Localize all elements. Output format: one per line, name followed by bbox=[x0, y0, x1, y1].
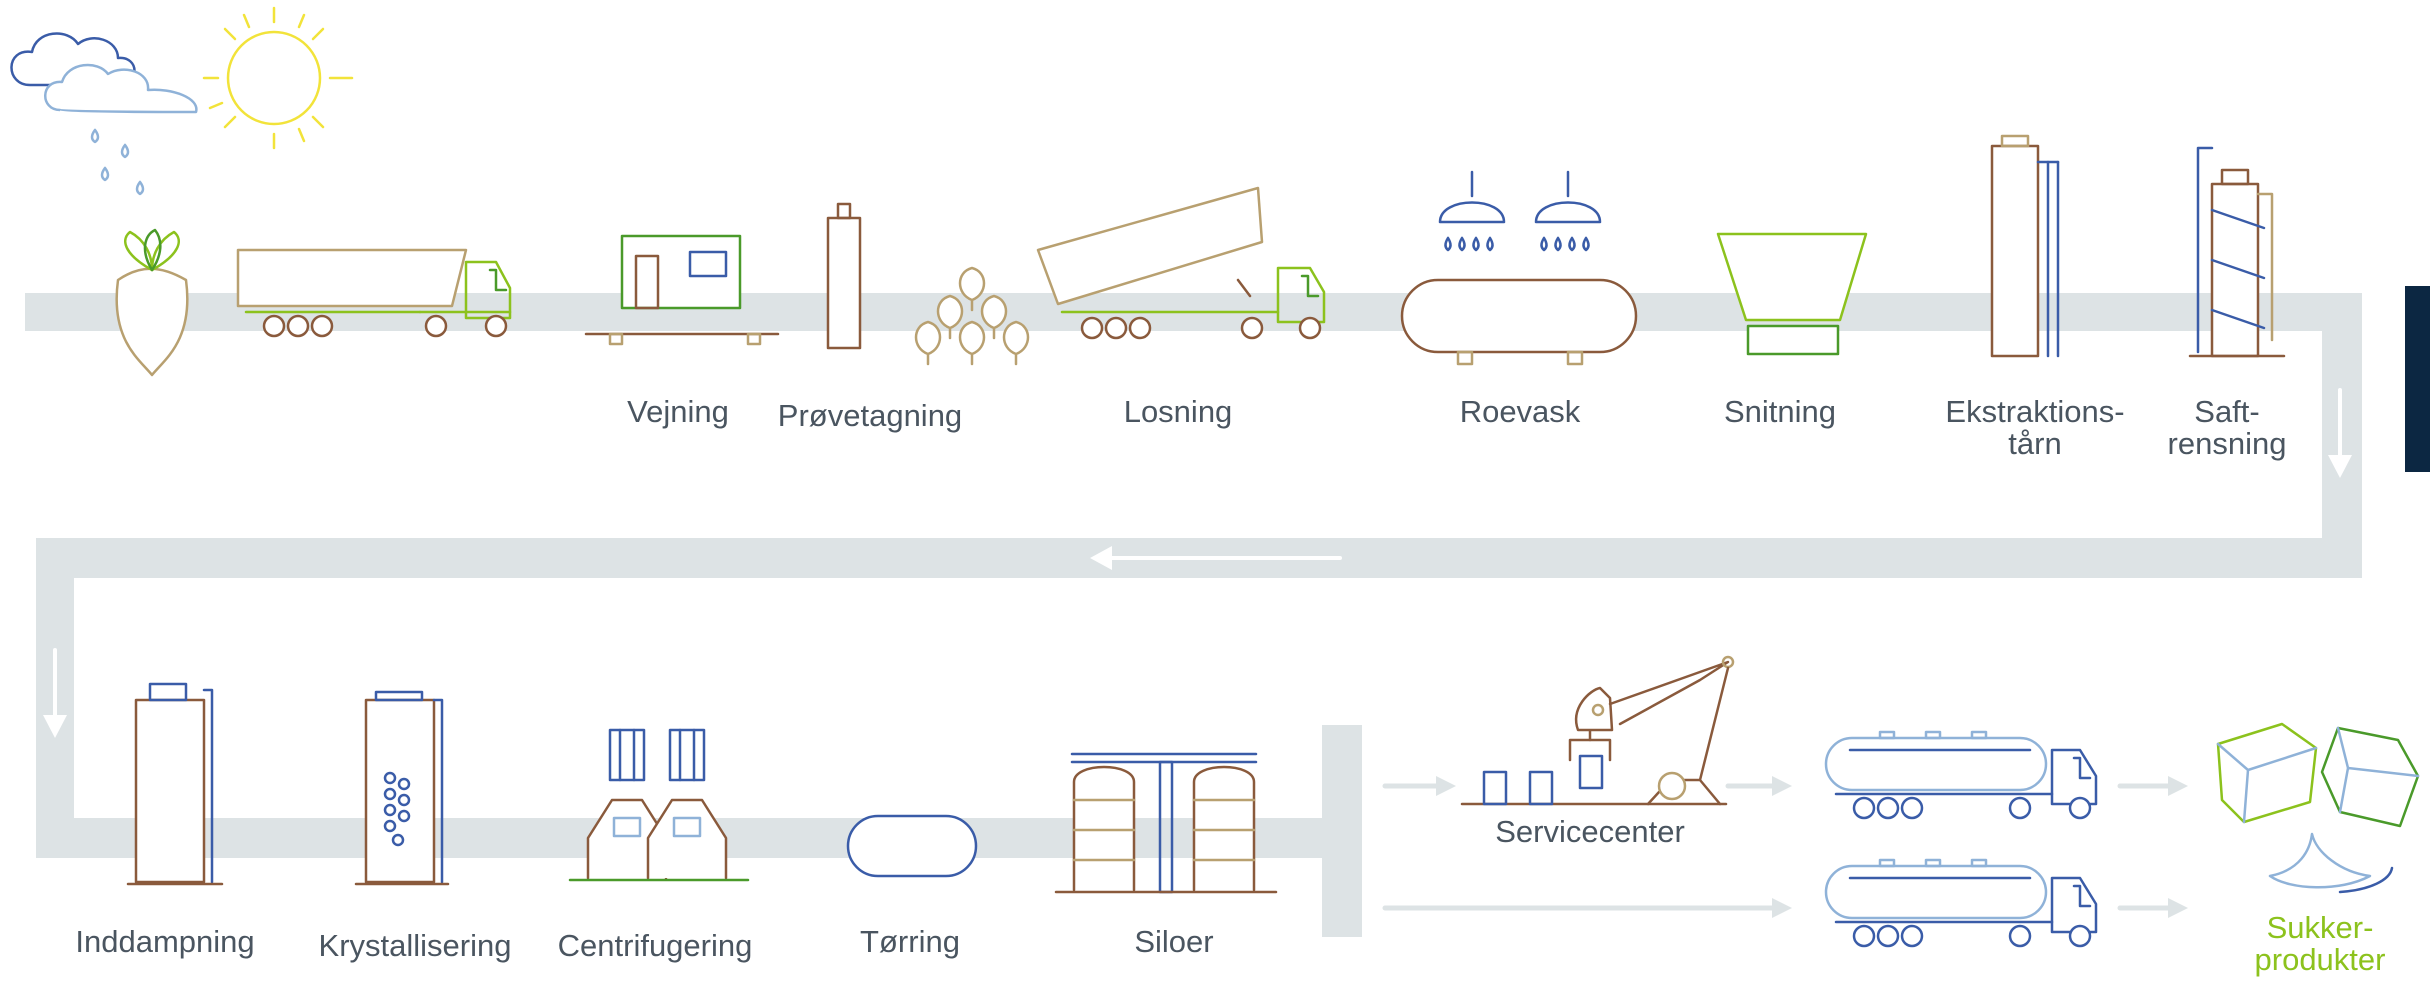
step-label-weighing: Vejning bbox=[627, 394, 729, 429]
step-label-sampling: Prøvetagning bbox=[777, 398, 963, 433]
crane-icon bbox=[1460, 655, 1735, 806]
cloud-icon bbox=[10, 32, 198, 114]
step-label-evaporation: Inddampning bbox=[75, 924, 255, 959]
step-label-sugar-products: Sukker- produkter bbox=[2254, 910, 2386, 977]
sample-probe-icon bbox=[826, 202, 862, 350]
step-label-silos: Siloer bbox=[1134, 924, 1214, 959]
centrifuge-icon bbox=[568, 728, 750, 882]
sugar-beet-icon bbox=[115, 228, 189, 377]
step-label-service-center: Servicecenter bbox=[1495, 814, 1685, 849]
step-label-juice-purification: Saft- rensning bbox=[2167, 394, 2287, 461]
weighbridge-icon bbox=[584, 234, 780, 346]
step-label-extraction-tower: Ekstraktions- tårn bbox=[1945, 394, 2125, 461]
sun-icon bbox=[202, 6, 354, 150]
sugar-cube-icon bbox=[2216, 722, 2420, 894]
tanker-truck-icon bbox=[1824, 730, 2098, 948]
rain-icon bbox=[90, 128, 145, 196]
silo-icon bbox=[1054, 752, 1278, 894]
crystallizer-icon bbox=[354, 690, 450, 886]
evaporator-icon bbox=[126, 682, 224, 886]
extraction-tower-icon bbox=[1990, 134, 2060, 358]
flow-arrow-icon bbox=[43, 388, 2352, 738]
step-label-drying: Tørring bbox=[860, 924, 960, 959]
step-label-unloading: Losning bbox=[1123, 394, 1233, 429]
step-label-centrifuging: Centrifugering bbox=[557, 928, 753, 963]
step-label-slicing: Snitning bbox=[1723, 394, 1837, 429]
washer-icon bbox=[1400, 170, 1638, 366]
side-tab[interactable] bbox=[2405, 286, 2430, 472]
truck-icon bbox=[236, 248, 512, 338]
beet-pile-icon bbox=[914, 266, 1030, 366]
slicer-icon bbox=[1716, 232, 1868, 356]
output-arrows bbox=[1382, 776, 2188, 918]
dryer-icon bbox=[846, 814, 978, 878]
tipping-truck-icon bbox=[1036, 186, 1326, 340]
step-label-crystallisation: Krystallisering bbox=[318, 928, 512, 963]
purification-tower-icon bbox=[2188, 146, 2286, 358]
step-label-beet-wash: Roevask bbox=[1459, 394, 1581, 429]
